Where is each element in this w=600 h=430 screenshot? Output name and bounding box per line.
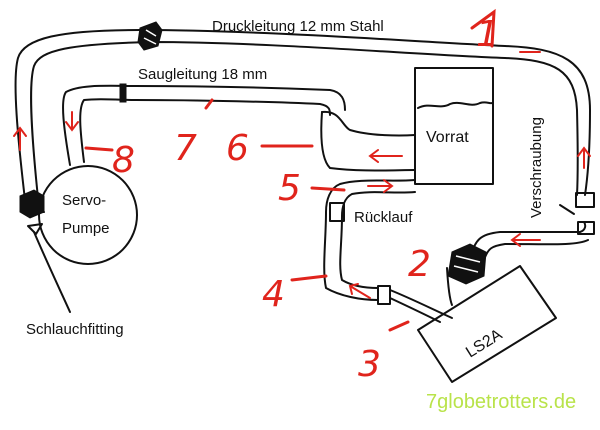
- verschraubung-pointer: [559, 204, 575, 215]
- flow-arrow-return-up: [348, 283, 371, 299]
- number-6: 6: [226, 128, 249, 169]
- return-hose-end: [377, 285, 391, 305]
- servo-pump: [38, 165, 138, 265]
- pressure-line-outer: [14, 29, 591, 201]
- engine-pressure-down: [446, 267, 453, 306]
- suction-line-outer: [62, 84, 346, 166]
- suction-hose-top: [321, 110, 416, 137]
- verschraubung-fitting-bottom: [577, 221, 595, 235]
- fitting-highlight-engine: [453, 255, 481, 273]
- suction-clamp: [119, 83, 127, 103]
- watermark: 7globetrotters.de: [426, 391, 576, 413]
- engine-label: LS2A: [463, 326, 505, 361]
- flow-arrow-return-in: [367, 179, 394, 193]
- druckleitung-label: Druckleitung 12 mm Stahl: [212, 18, 384, 35]
- vorrat-label: Vorrat: [426, 129, 469, 146]
- flow-arrow-reservoir-out: [368, 149, 403, 163]
- flow-arrow-pressure-left: [510, 233, 541, 247]
- return-line-inner: [339, 191, 416, 289]
- pressure-fitting-top: [137, 21, 163, 51]
- saugleitung-label: Saugleitung 18 mm: [138, 66, 267, 83]
- engine-block: [417, 265, 557, 383]
- servo-outlet-fitting: [19, 189, 45, 219]
- number-2: 2: [408, 244, 431, 285]
- flow-arrow-verschraubung-up: [577, 146, 591, 169]
- engine-pressure-fitting: [447, 243, 487, 285]
- return-line-outer: [323, 179, 416, 301]
- return-to-engine-2: [389, 289, 453, 319]
- number-8: 8: [112, 140, 135, 181]
- pointer-7-tick: [204, 98, 214, 110]
- verschraubung-label: Verschraubung: [528, 117, 545, 218]
- suction-hose-bottom: [320, 111, 416, 172]
- schlauchfitting-triangle: [27, 223, 43, 235]
- schlauchfitting-label: Schlauchfitting: [26, 321, 124, 338]
- verschraubung-fitting-top: [575, 192, 595, 208]
- number-4: 4: [262, 274, 285, 315]
- suction-line-inner: [79, 98, 331, 163]
- pointer-4: [290, 274, 328, 282]
- number-5: 5: [278, 168, 301, 209]
- number-3: 3: [358, 344, 381, 385]
- pointer-5: [310, 186, 346, 192]
- number-7: 7: [174, 128, 197, 169]
- servo-pump-label-line2: Pumpe: [62, 220, 110, 237]
- ruecklauf-label: Rücklauf: [354, 209, 413, 226]
- pointer-1-stroke: [470, 8, 496, 48]
- pointer-8: [84, 146, 114, 152]
- flow-arrow-suction-down: [65, 111, 79, 132]
- engine-pressure-hose-bottom: [483, 239, 589, 261]
- fitting-highlight-top: [143, 29, 157, 45]
- return-clamp: [329, 202, 345, 222]
- engine-pressure-hose-top: [469, 221, 587, 259]
- servo-pump-label-line1: Servo-: [62, 192, 106, 209]
- pressure-line-inner: [30, 41, 579, 199]
- reservoir-fluid-level: [417, 101, 493, 109]
- pointer-3: [388, 320, 410, 332]
- schlauchfitting-pointer: [33, 231, 71, 313]
- reservoir-box: [414, 67, 494, 185]
- number-1: 1: [476, 14, 499, 55]
- flow-arrow-servo-up: [13, 126, 27, 151]
